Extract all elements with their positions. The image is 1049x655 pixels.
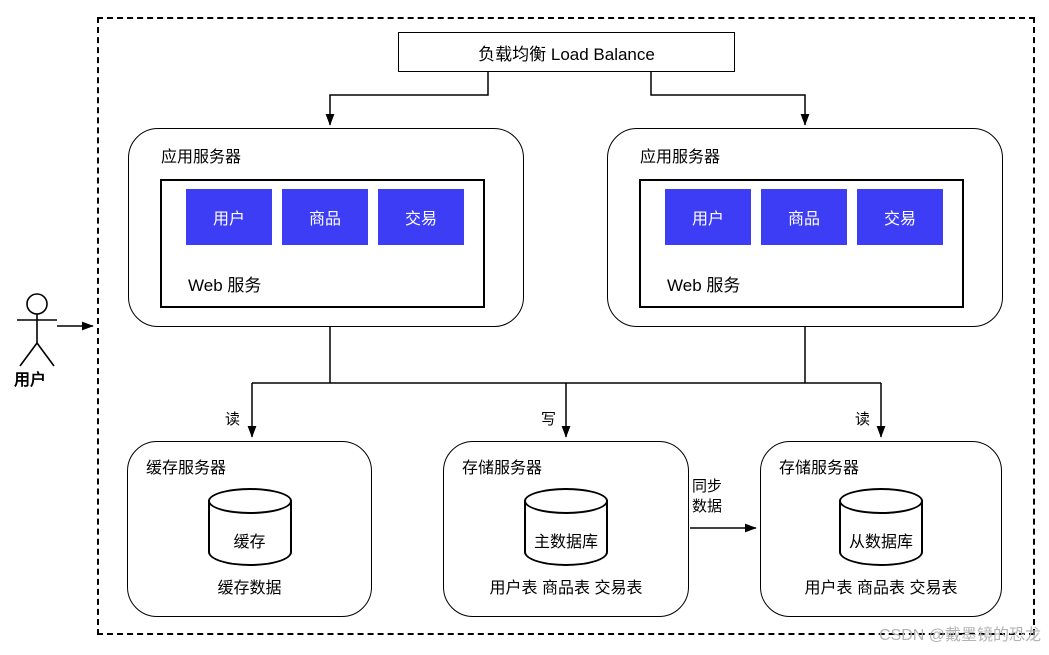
master-database-icon: 主数据库 (524, 488, 608, 566)
app-server-left-title: 应用服务器 (161, 149, 242, 166)
storage-server-slave-title: 存储服务器 (779, 460, 860, 477)
cylinder-body (839, 500, 923, 566)
web-service-box-left: 用户 商品 交易 Web 服务 (160, 179, 485, 308)
cylinder-body (524, 500, 608, 566)
app-server-right: 应用服务器 用户 商品 交易 Web 服务 (607, 128, 1003, 327)
cache-server-caption: 缓存数据 (217, 580, 282, 597)
system-boundary (97, 17, 1035, 635)
edge-label-write: 写 (540, 411, 556, 428)
module-user: 用户 (186, 189, 272, 245)
cache-database-label: 缓存 (233, 534, 266, 551)
user-actor-icon (12, 290, 64, 370)
load-balancer-label: 负载均衡 Load Balance (478, 44, 655, 64)
app-server-right-title: 应用服务器 (640, 149, 721, 166)
web-service-label-left: Web 服务 (188, 276, 262, 295)
web-service-label-right: Web 服务 (667, 276, 741, 295)
slave-database-icon: 从数据库 (839, 488, 923, 566)
user-actor-label: 用户 (14, 372, 47, 389)
slave-database-label: 从数据库 (848, 534, 913, 551)
edge-label-sync-line1: 同步 (692, 478, 723, 495)
cache-server-box: 缓存服务器 缓存 缓存数据 (127, 441, 372, 617)
csdn-watermark: CSDN @戴墨镜的恐龙 (878, 627, 1041, 644)
edge-label-sync: 同步 数据 (692, 477, 754, 517)
edge-label-sync-line2: 数据 (692, 498, 723, 515)
cylinder-top (207, 488, 292, 514)
storage-server-slave-caption: 用户表 商品表 交易表 (804, 580, 958, 597)
module-trade: 交易 (857, 189, 943, 245)
app-server-left: 应用服务器 用户 商品 交易 Web 服务 (128, 128, 524, 327)
edge-label-read-left: 读 (224, 411, 240, 428)
module-trade: 交易 (378, 189, 464, 245)
storage-server-slave-box: 存储服务器 从数据库 用户表 商品表 交易表 (760, 441, 1002, 617)
cache-database-icon: 缓存 (207, 488, 292, 566)
module-user: 用户 (665, 189, 751, 245)
web-service-box-right: 用户 商品 交易 Web 服务 (639, 179, 964, 308)
load-balancer-box: 负载均衡 Load Balance (398, 32, 735, 72)
storage-server-master-title: 存储服务器 (462, 460, 543, 477)
cache-server-title: 缓存服务器 (146, 460, 227, 477)
module-product: 商品 (761, 189, 847, 245)
cylinder-top (839, 488, 923, 514)
edge-label-read-right: 读 (854, 411, 870, 428)
module-product: 商品 (282, 189, 368, 245)
master-database-label: 主数据库 (533, 534, 598, 551)
storage-server-master-caption: 用户表 商品表 交易表 (489, 580, 643, 597)
storage-server-master-box: 存储服务器 主数据库 用户表 商品表 交易表 (443, 441, 689, 617)
cylinder-top (524, 488, 608, 514)
